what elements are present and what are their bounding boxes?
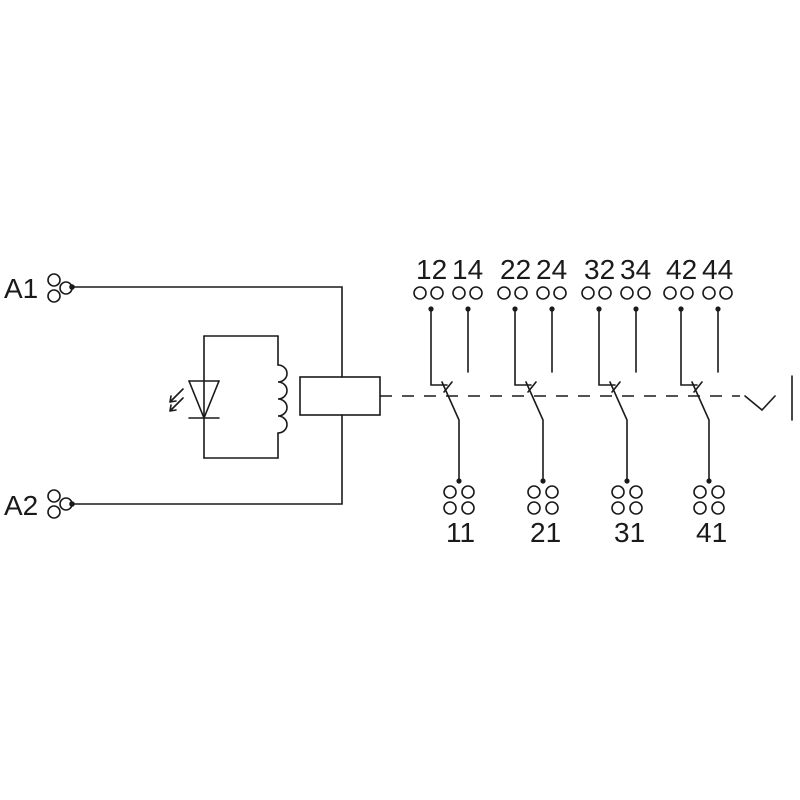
terminal-common-screw [693,501,707,515]
terminal-nc-screw [581,286,595,300]
terminal-nc-screw [514,286,528,300]
terminal-no-screw [620,286,634,300]
terminal-common-screw [611,485,625,499]
terminal-common-screw [629,501,643,515]
nc-wire [680,308,698,386]
changeover-contact-icon [441,381,460,481]
contact-no-label: 34 [620,254,651,285]
junction-dot [706,478,712,484]
contact-nc-label: 12 [416,254,447,285]
terminal-common-screw [693,485,707,499]
nc-wire [514,308,532,386]
terminal-common-screw [629,485,643,499]
contact-common-label: 31 [614,517,645,548]
terminal-no-screw [452,286,466,300]
changeover-contact-icon [609,381,628,481]
junction-dot [624,478,630,484]
terminal-common-screw [527,485,541,499]
terminal-nc-screw [413,286,427,300]
contact-group: 12 14 11 [413,254,483,548]
terminal-no-screw [536,286,550,300]
terminal-common-screw [611,501,625,515]
terminal-nc-screw [663,286,677,300]
terminal-no-screw [637,286,651,300]
terminal-a1: A1 [4,273,75,304]
terminal-common-screw [443,501,457,515]
terminal-common-screw [545,485,559,499]
terminal-a2: A2 [4,489,75,521]
terminal-a2-screw-bottom [47,505,61,519]
terminal-a1-screw-top [47,273,61,287]
terminal-nc-screw [680,286,694,300]
terminal-a2-screw-top [47,489,61,503]
contact-no-label: 44 [702,254,733,285]
terminal-common-screw [461,501,475,515]
contact-common-label: 21 [530,517,561,548]
contact-common-label: 11 [446,517,475,548]
terminal-nc-screw [497,286,511,300]
contact-nc-label: 42 [666,254,697,285]
contact-no-label: 24 [536,254,567,285]
contact-group: 32 34 31 [581,254,651,548]
terminal-a1-label: A1 [4,273,38,304]
terminal-nc-screw [430,286,444,300]
terminal-nc-screw [598,286,612,300]
junction-dot [540,478,546,484]
junction-dot [456,478,462,484]
wire-a1 [71,286,343,378]
contact-common-label: 41 [696,517,727,548]
terminal-a1-screw-bottom [47,289,61,303]
led-indicator-icon [169,380,220,421]
nc-wire [430,308,448,386]
contact-nc-label: 32 [584,254,615,285]
terminal-a2-label: A2 [4,490,38,521]
contact-group: 22 24 21 [497,254,567,548]
terminal-common-screw [443,485,457,499]
contact-group: 42 44 41 [663,254,733,548]
terminal-common-screw [711,485,725,499]
coil-circuit: A1 A2 [4,273,381,521]
terminal-no-screw [719,286,733,300]
terminal-common-screw [461,485,475,499]
inductor-icon [277,364,288,434]
terminal-no-screw [469,286,483,300]
terminal-no-screw [702,286,716,300]
changeover-contact-icon [691,381,710,481]
terminal-common-screw [711,501,725,515]
terminal-common-screw [545,501,559,515]
changeover-contact-icon [525,381,544,481]
contact-no-label: 14 [452,254,483,285]
wire-a2 [71,414,343,505]
contact-nc-label: 22 [500,254,531,285]
nc-wire [598,308,616,386]
relay-coil-icon [299,376,381,416]
led-emission-arrow [169,397,184,412]
terminal-common-screw [527,501,541,515]
led-emission-arrow [169,388,184,403]
return-spring-icon [744,395,776,412]
terminal-no-screw [553,286,567,300]
